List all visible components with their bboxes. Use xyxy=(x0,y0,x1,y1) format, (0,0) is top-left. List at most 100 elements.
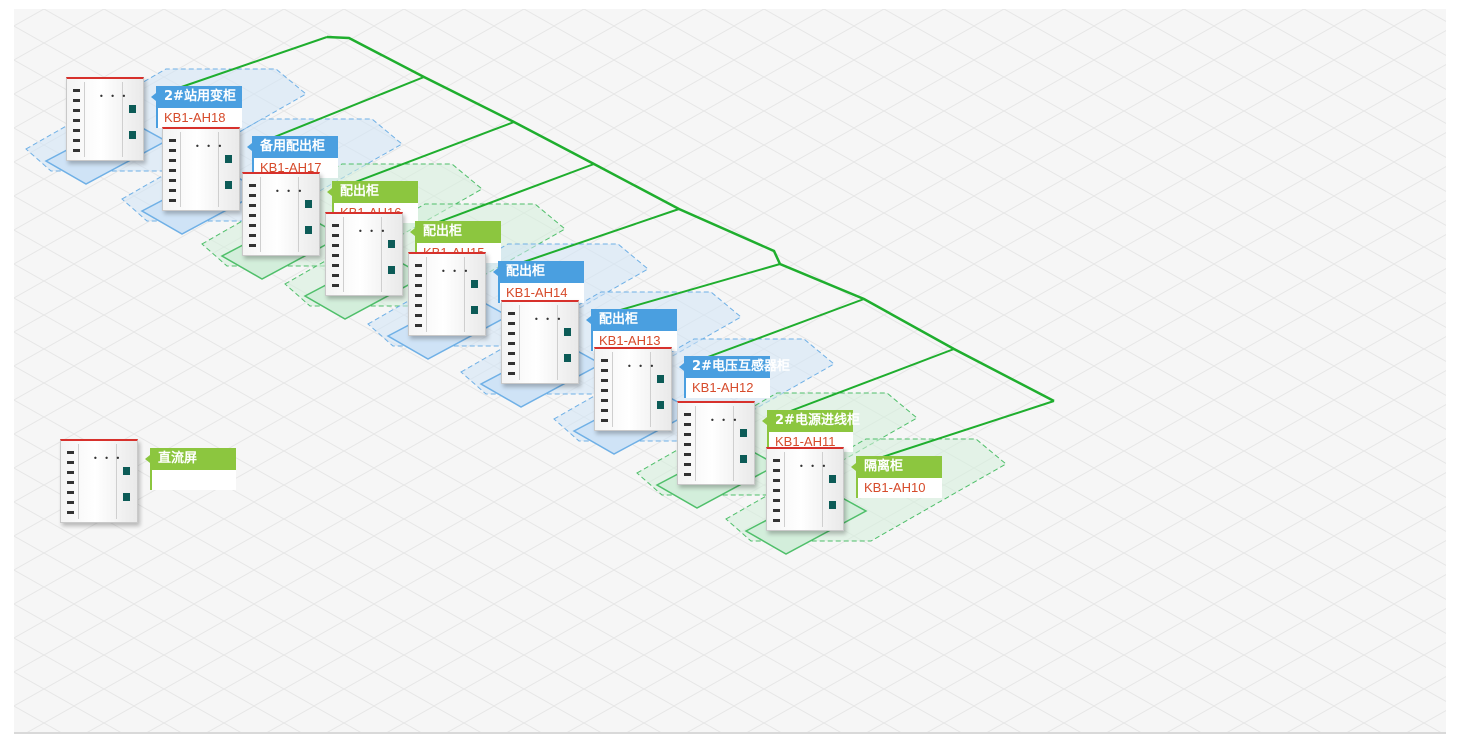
cabinet-name: 2#电压互感器柜 xyxy=(679,356,790,378)
switchgear-cabinet[interactable]: • • • xyxy=(501,300,579,384)
breaker-switch-icon xyxy=(508,372,515,375)
breaker-switch-icon xyxy=(415,314,422,317)
busbar-branch-0 xyxy=(160,36,328,95)
breaker-switch-icon xyxy=(249,194,256,197)
cabinet-code: KB1-AH14 xyxy=(498,283,584,303)
breaker-switch-icon xyxy=(73,149,80,152)
breaker-switch-icon xyxy=(67,501,74,504)
switchgear-cabinet[interactable]: • • • xyxy=(60,439,138,523)
indicator-lights-icon: • • • xyxy=(358,227,388,236)
cabinet-divider xyxy=(822,452,823,527)
breaker-switch-icon xyxy=(169,149,176,152)
busbar-branch-7 xyxy=(771,348,955,419)
busbar-lines xyxy=(160,35,1055,465)
cabinet-code xyxy=(150,470,236,490)
breaker-switch-icon xyxy=(601,399,608,402)
cabinet-name: 备用配出柜 xyxy=(247,136,338,158)
breaker-switch-icon xyxy=(773,469,780,472)
cabinet-divider xyxy=(78,444,79,519)
cabinet-divider xyxy=(298,177,299,252)
indicator-lights-icon: • • • xyxy=(441,267,471,276)
cabinet-label: 直流屏 xyxy=(145,448,236,490)
meter-display-icon xyxy=(388,266,395,274)
cabinet-divider xyxy=(612,352,613,427)
breaker-switch-icon xyxy=(332,254,339,257)
breaker-switch-icon xyxy=(601,379,608,382)
breaker-switch-icon xyxy=(67,461,74,464)
breaker-switch-icon xyxy=(684,413,691,416)
breaker-switch-icon xyxy=(773,519,780,522)
busbar-branch-4 xyxy=(502,208,680,270)
cabinet-name: 配出柜 xyxy=(586,309,677,331)
breaker-switch-icon xyxy=(67,471,74,474)
cabinet-divider xyxy=(260,177,261,252)
breaker-switch-icon xyxy=(169,139,176,142)
indicator-lights-icon: • • • xyxy=(710,416,740,425)
breaker-switch-icon xyxy=(601,369,608,372)
cabinet-name: 2#站用变柜 xyxy=(151,86,242,108)
breaker-switch-icon xyxy=(415,324,422,327)
breaker-switch-icon xyxy=(773,489,780,492)
breaker-switch-icon xyxy=(73,99,80,102)
busbar-branch-2 xyxy=(336,121,515,190)
breaker-switch-icon xyxy=(773,509,780,512)
breaker-switch-icon xyxy=(332,284,339,287)
breaker-switch-icon xyxy=(415,284,422,287)
cabinet-code: KB1-AH13 xyxy=(591,331,677,351)
busbar-branch-3 xyxy=(419,163,595,230)
breaker-switch-icon xyxy=(684,453,691,456)
switchgear-cabinet[interactable]: • • • xyxy=(677,401,755,485)
meter-display-icon xyxy=(829,475,836,483)
switchgear-cabinet[interactable]: • • • xyxy=(242,172,320,256)
indicator-lights-icon: • • • xyxy=(799,462,829,471)
cabinet-name: 配出柜 xyxy=(327,181,418,203)
breaker-switch-icon xyxy=(249,244,256,247)
meter-display-icon xyxy=(123,467,130,475)
breaker-switch-icon xyxy=(684,423,691,426)
meter-display-icon xyxy=(657,401,664,409)
indicator-lights-icon: • • • xyxy=(534,315,564,324)
breaker-switch-icon xyxy=(508,362,515,365)
breaker-switch-icon xyxy=(773,459,780,462)
cabinet-divider xyxy=(519,305,520,380)
meter-display-icon xyxy=(740,455,747,463)
cabinet-divider xyxy=(784,452,785,527)
cabinet-divider xyxy=(218,132,219,207)
meter-display-icon xyxy=(740,429,747,437)
switchgear-cabinet[interactable]: • • • xyxy=(325,212,403,296)
breaker-switch-icon xyxy=(508,332,515,335)
breaker-switch-icon xyxy=(684,473,691,476)
indicator-lights-icon: • • • xyxy=(195,142,225,151)
breaker-switch-icon xyxy=(249,234,256,237)
switchgear-cabinet[interactable]: • • • xyxy=(766,447,844,531)
cabinet-name: 配出柜 xyxy=(493,261,584,283)
breaker-switch-icon xyxy=(684,463,691,466)
breaker-switch-icon xyxy=(332,224,339,227)
indicator-lights-icon: • • • xyxy=(93,454,123,463)
switchgear-cabinet[interactable]: • • • xyxy=(162,127,240,211)
meter-display-icon xyxy=(305,200,312,208)
cabinet-divider xyxy=(343,217,344,292)
indicator-lights-icon: • • • xyxy=(275,187,305,196)
switchgear-cabinet[interactable]: • • • xyxy=(66,77,144,161)
switchgear-cabinet[interactable]: • • • xyxy=(594,347,672,431)
breaker-switch-icon xyxy=(415,264,422,267)
breaker-switch-icon xyxy=(73,109,80,112)
indicator-lights-icon: • • • xyxy=(627,362,657,371)
breaker-switch-icon xyxy=(684,433,691,436)
breaker-switch-icon xyxy=(67,451,74,454)
switchgear-cabinet[interactable]: • • • xyxy=(408,252,486,336)
meter-display-icon xyxy=(123,493,130,501)
breaker-switch-icon xyxy=(332,234,339,237)
breaker-switch-icon xyxy=(415,274,422,277)
breaker-switch-icon xyxy=(169,199,176,202)
breaker-switch-icon xyxy=(415,294,422,297)
cabinet-name: 配出柜 xyxy=(410,221,501,243)
cabinet-divider xyxy=(650,352,651,427)
cabinet-divider xyxy=(381,217,382,292)
cabinet-divider xyxy=(122,82,123,157)
breaker-switch-icon xyxy=(508,322,515,325)
meter-display-icon xyxy=(829,501,836,509)
